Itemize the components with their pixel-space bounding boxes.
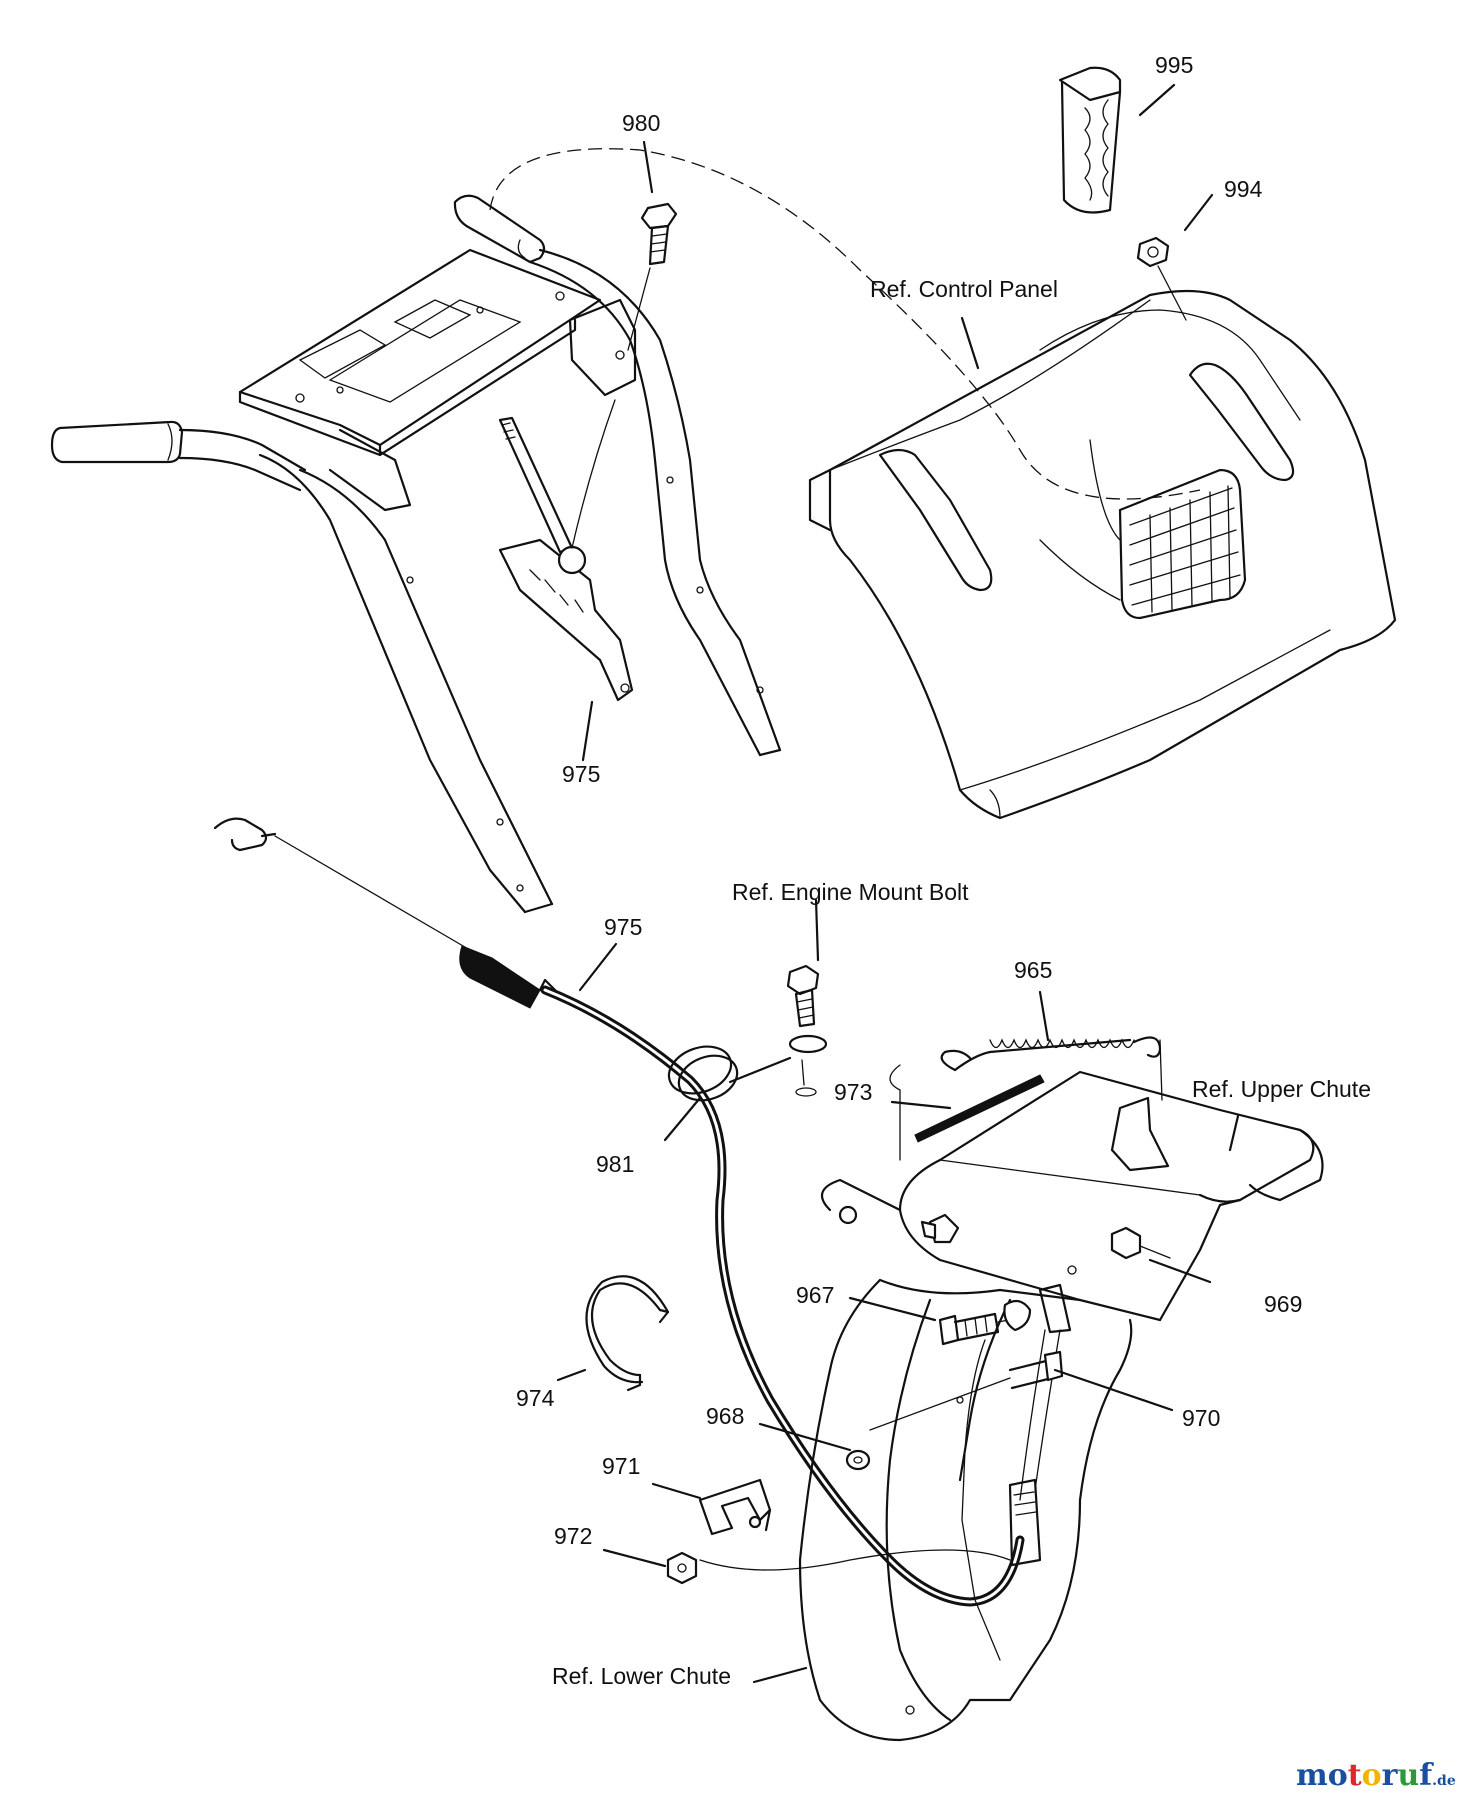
ref-engine-mount-bolt-part: [786, 964, 828, 1097]
watermark-letter: u: [1397, 1758, 1419, 1793]
watermark-letter: o: [1328, 1758, 1348, 1793]
label-981: 981: [596, 1151, 634, 1177]
watermark-suffix: .de: [1432, 1773, 1456, 1789]
label-968: 968: [706, 1403, 744, 1429]
motoruf-watermark: motoruf.de: [1296, 1758, 1456, 1793]
label-975-upper: 975: [562, 761, 600, 787]
watermark-letter: f: [1419, 1758, 1434, 1793]
part-980-bolt: [627, 202, 678, 351]
callout-labels: 995 980 994 Ref. Control Panel 975 Ref. …: [516, 52, 1371, 1689]
watermark-letter: o: [1362, 1758, 1382, 1793]
label-ref-control-panel: Ref. Control Panel: [870, 276, 1058, 302]
label-ref-lower-chute: Ref. Lower Chute: [552, 1663, 731, 1689]
part-974-ring-clip: [585, 1275, 670, 1392]
label-969: 969: [1264, 1291, 1302, 1317]
watermark-letter: r: [1382, 1758, 1399, 1793]
label-995: 995: [1155, 52, 1193, 78]
dashed-reference-line: [489, 148, 1201, 500]
label-ref-upper-chute: Ref. Upper Chute: [1192, 1076, 1371, 1102]
label-971: 971: [602, 1453, 640, 1479]
label-ref-engine-mount-bolt: Ref. Engine Mount Bolt: [732, 879, 969, 905]
part-994-nut: [1136, 236, 1187, 321]
label-974: 974: [516, 1385, 555, 1411]
chute-assembly: [666, 1036, 1324, 1742]
part-995-knob: [1058, 66, 1122, 214]
ref-control-panel: [808, 289, 1397, 820]
watermark-letter: t: [1348, 1758, 1362, 1793]
leader-lines: [556, 83, 1240, 1684]
label-972: 972: [554, 1523, 592, 1549]
label-967: 967: [796, 1282, 834, 1308]
label-973: 973: [834, 1079, 872, 1105]
handle-assembly: [50, 194, 782, 914]
label-965: 965: [1014, 957, 1052, 983]
label-970: 970: [1182, 1405, 1220, 1431]
label-980: 980: [622, 110, 660, 136]
label-994: 994: [1224, 176, 1263, 202]
watermark-letter: m: [1296, 1758, 1328, 1793]
watermark-logo: motoruf.de: [1296, 1758, 1456, 1793]
part-975-shift-rod: [498, 399, 634, 702]
label-975-lower: 975: [604, 914, 642, 940]
part-975-cable: [213, 817, 1042, 1607]
